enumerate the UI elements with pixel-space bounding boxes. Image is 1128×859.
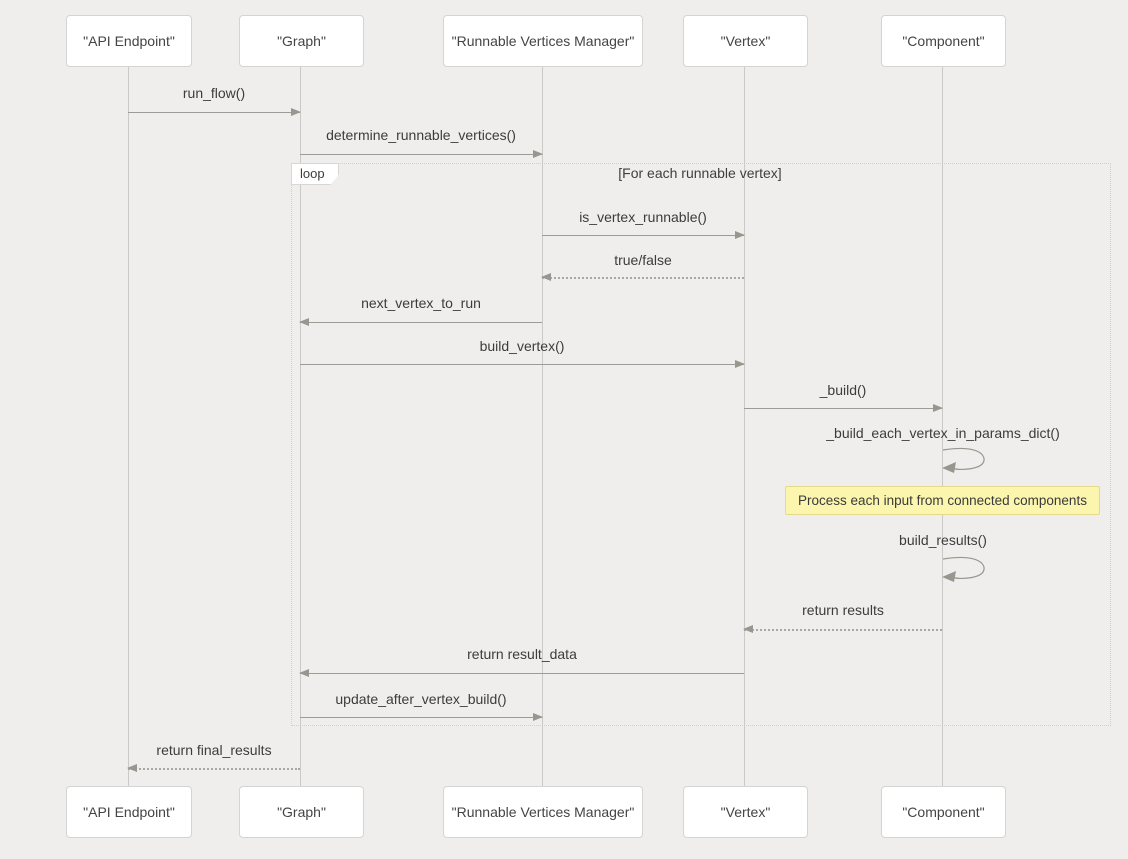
message-label-return-result-data: return result_data (467, 646, 577, 662)
message-label-run-flow: run_flow() (182, 85, 246, 101)
actor-top-api-endpoint: "API Endpoint" (66, 15, 192, 67)
self-call-arrow-icon (942, 556, 985, 582)
actor-label: "API Endpoint" (83, 804, 175, 820)
loop-label: loop (291, 163, 339, 185)
self-call-arrow-icon (942, 447, 985, 473)
actor-label: "Graph" (277, 804, 326, 820)
arrowhead-icon (127, 764, 137, 772)
actor-top-vertex: "Vertex" (683, 15, 808, 67)
arrowhead-icon (299, 669, 309, 677)
message-arrow-return-final-results (127, 764, 300, 772)
lifeline-runnable-vertices-manager (542, 67, 543, 786)
message-label-build-vertex: build_vertex() (479, 338, 565, 354)
message-arrow-return-results (743, 625, 942, 633)
message-arrow-run-flow (128, 108, 301, 116)
loop-frame (291, 163, 1111, 726)
actor-label: "Component" (902, 804, 985, 820)
actor-top-graph: "Graph" (239, 15, 364, 67)
actor-label: "Runnable Vertices Manager" (451, 33, 635, 49)
message-label-determine-runnable-vertices: determine_runnable_vertices() (326, 127, 516, 143)
message-label-build-each-vertex-in-params-dict: _build_each_vertex_in_params_dict() (826, 425, 1060, 441)
actor-bottom-graph: "Graph" (239, 786, 364, 838)
arrowhead-icon (743, 625, 753, 633)
actor-bottom-api-endpoint: "API Endpoint" (66, 786, 192, 838)
arrowhead-icon (541, 273, 551, 281)
actor-label: "API Endpoint" (83, 33, 175, 49)
actor-bottom-runnable-vertices-manager: "Runnable Vertices Manager" (443, 786, 643, 838)
arrowhead-icon (933, 404, 943, 412)
message-arrow-build-vertex (300, 360, 745, 368)
arrowhead-icon (299, 318, 309, 326)
note-process-inputs: Process each input from connected compon… (785, 486, 1100, 515)
actor-label: "Runnable Vertices Manager" (451, 804, 635, 820)
actor-bottom-vertex: "Vertex" (683, 786, 808, 838)
loop-condition: [For each runnable vertex] (618, 165, 782, 181)
arrowhead-icon (533, 713, 543, 721)
message-label-is-vertex-runnable: is_vertex_runnable() (579, 209, 707, 225)
message-arrow-build (744, 404, 943, 412)
lifeline-graph (300, 67, 301, 786)
lifeline-api-endpoint (128, 67, 129, 786)
message-arrow-return-result-data (299, 669, 744, 677)
message-arrow-true-false (541, 273, 744, 281)
actor-bottom-component: "Component" (881, 786, 1006, 838)
lifeline-vertex (744, 67, 745, 786)
lifeline-component (942, 67, 943, 786)
arrowhead-icon (735, 231, 745, 239)
message-arrow-next-vertex-to-run (299, 318, 542, 326)
message-arrow-determine-runnable-vertices (300, 150, 543, 158)
actor-top-runnable-vertices-manager: "Runnable Vertices Manager" (443, 15, 643, 67)
message-label-true-false: true/false (614, 252, 672, 268)
message-label-build-results: build_results() (899, 532, 987, 548)
message-arrow-update-after-vertex-build (300, 713, 543, 721)
message-label-return-final-results: return final_results (156, 742, 272, 758)
arrowhead-icon (291, 108, 301, 116)
message-arrow-is-vertex-runnable (542, 231, 745, 239)
actor-label: "Vertex" (720, 804, 771, 820)
message-label-next-vertex-to-run: next_vertex_to_run (361, 295, 481, 311)
actor-label: "Vertex" (720, 33, 771, 49)
actor-label: "Component" (902, 33, 985, 49)
message-label-build: _build() (819, 382, 867, 398)
arrowhead-icon (735, 360, 745, 368)
actor-top-component: "Component" (881, 15, 1006, 67)
arrowhead-icon (533, 150, 543, 158)
message-label-update-after-vertex-build: update_after_vertex_build() (335, 691, 507, 707)
message-label-return-results: return results (802, 602, 884, 618)
actor-label: "Graph" (277, 33, 326, 49)
